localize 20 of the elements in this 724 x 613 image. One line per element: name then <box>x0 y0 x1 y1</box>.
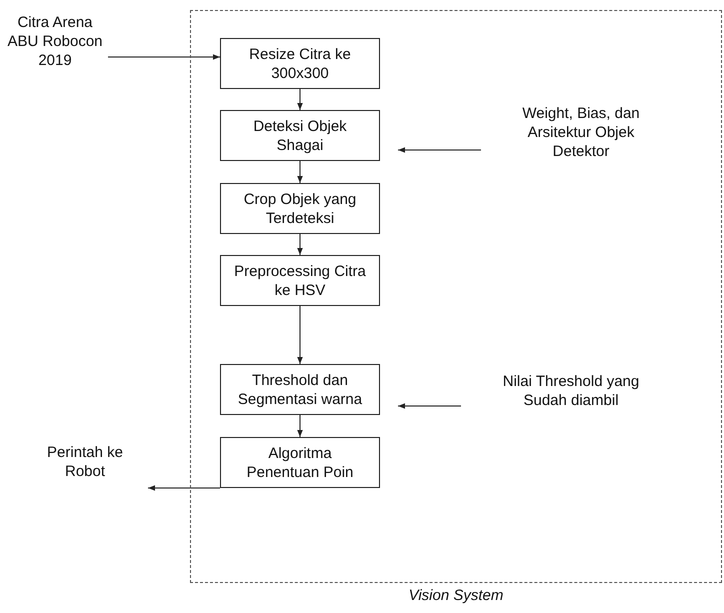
input-text: Citra Arena ABU Robocon 2019 <box>2 6 108 76</box>
arrow <box>297 160 303 184</box>
boundary-caption: Vision System <box>408 586 504 605</box>
arrow <box>398 147 482 153</box>
process-box: Deteksi Objek Shagai <box>220 110 380 161</box>
arrow <box>297 88 303 110</box>
arrow <box>148 485 220 491</box>
arrow <box>398 403 462 409</box>
input-text: Perintah ke Robot <box>40 440 130 484</box>
input-text: Weight, Bias, dan Arsitektur Objek Detektor <box>481 101 681 163</box>
process-box: Algoritma Penentuan Poin <box>220 437 380 488</box>
process-box: Threshold dan Segmentasi warna <box>220 364 380 415</box>
arrow <box>297 414 303 438</box>
input-text: Nilai Threshold yang Sudah diambil <box>461 369 681 413</box>
process-box: Preprocessing Citra ke HSV <box>220 255 380 306</box>
arrow <box>108 54 220 60</box>
process-box: Resize Citra ke 300x300 <box>220 38 380 89</box>
arrow <box>297 306 303 364</box>
process-box: Crop Objek yang Terdeteksi <box>220 183 380 234</box>
arrow <box>297 234 303 256</box>
